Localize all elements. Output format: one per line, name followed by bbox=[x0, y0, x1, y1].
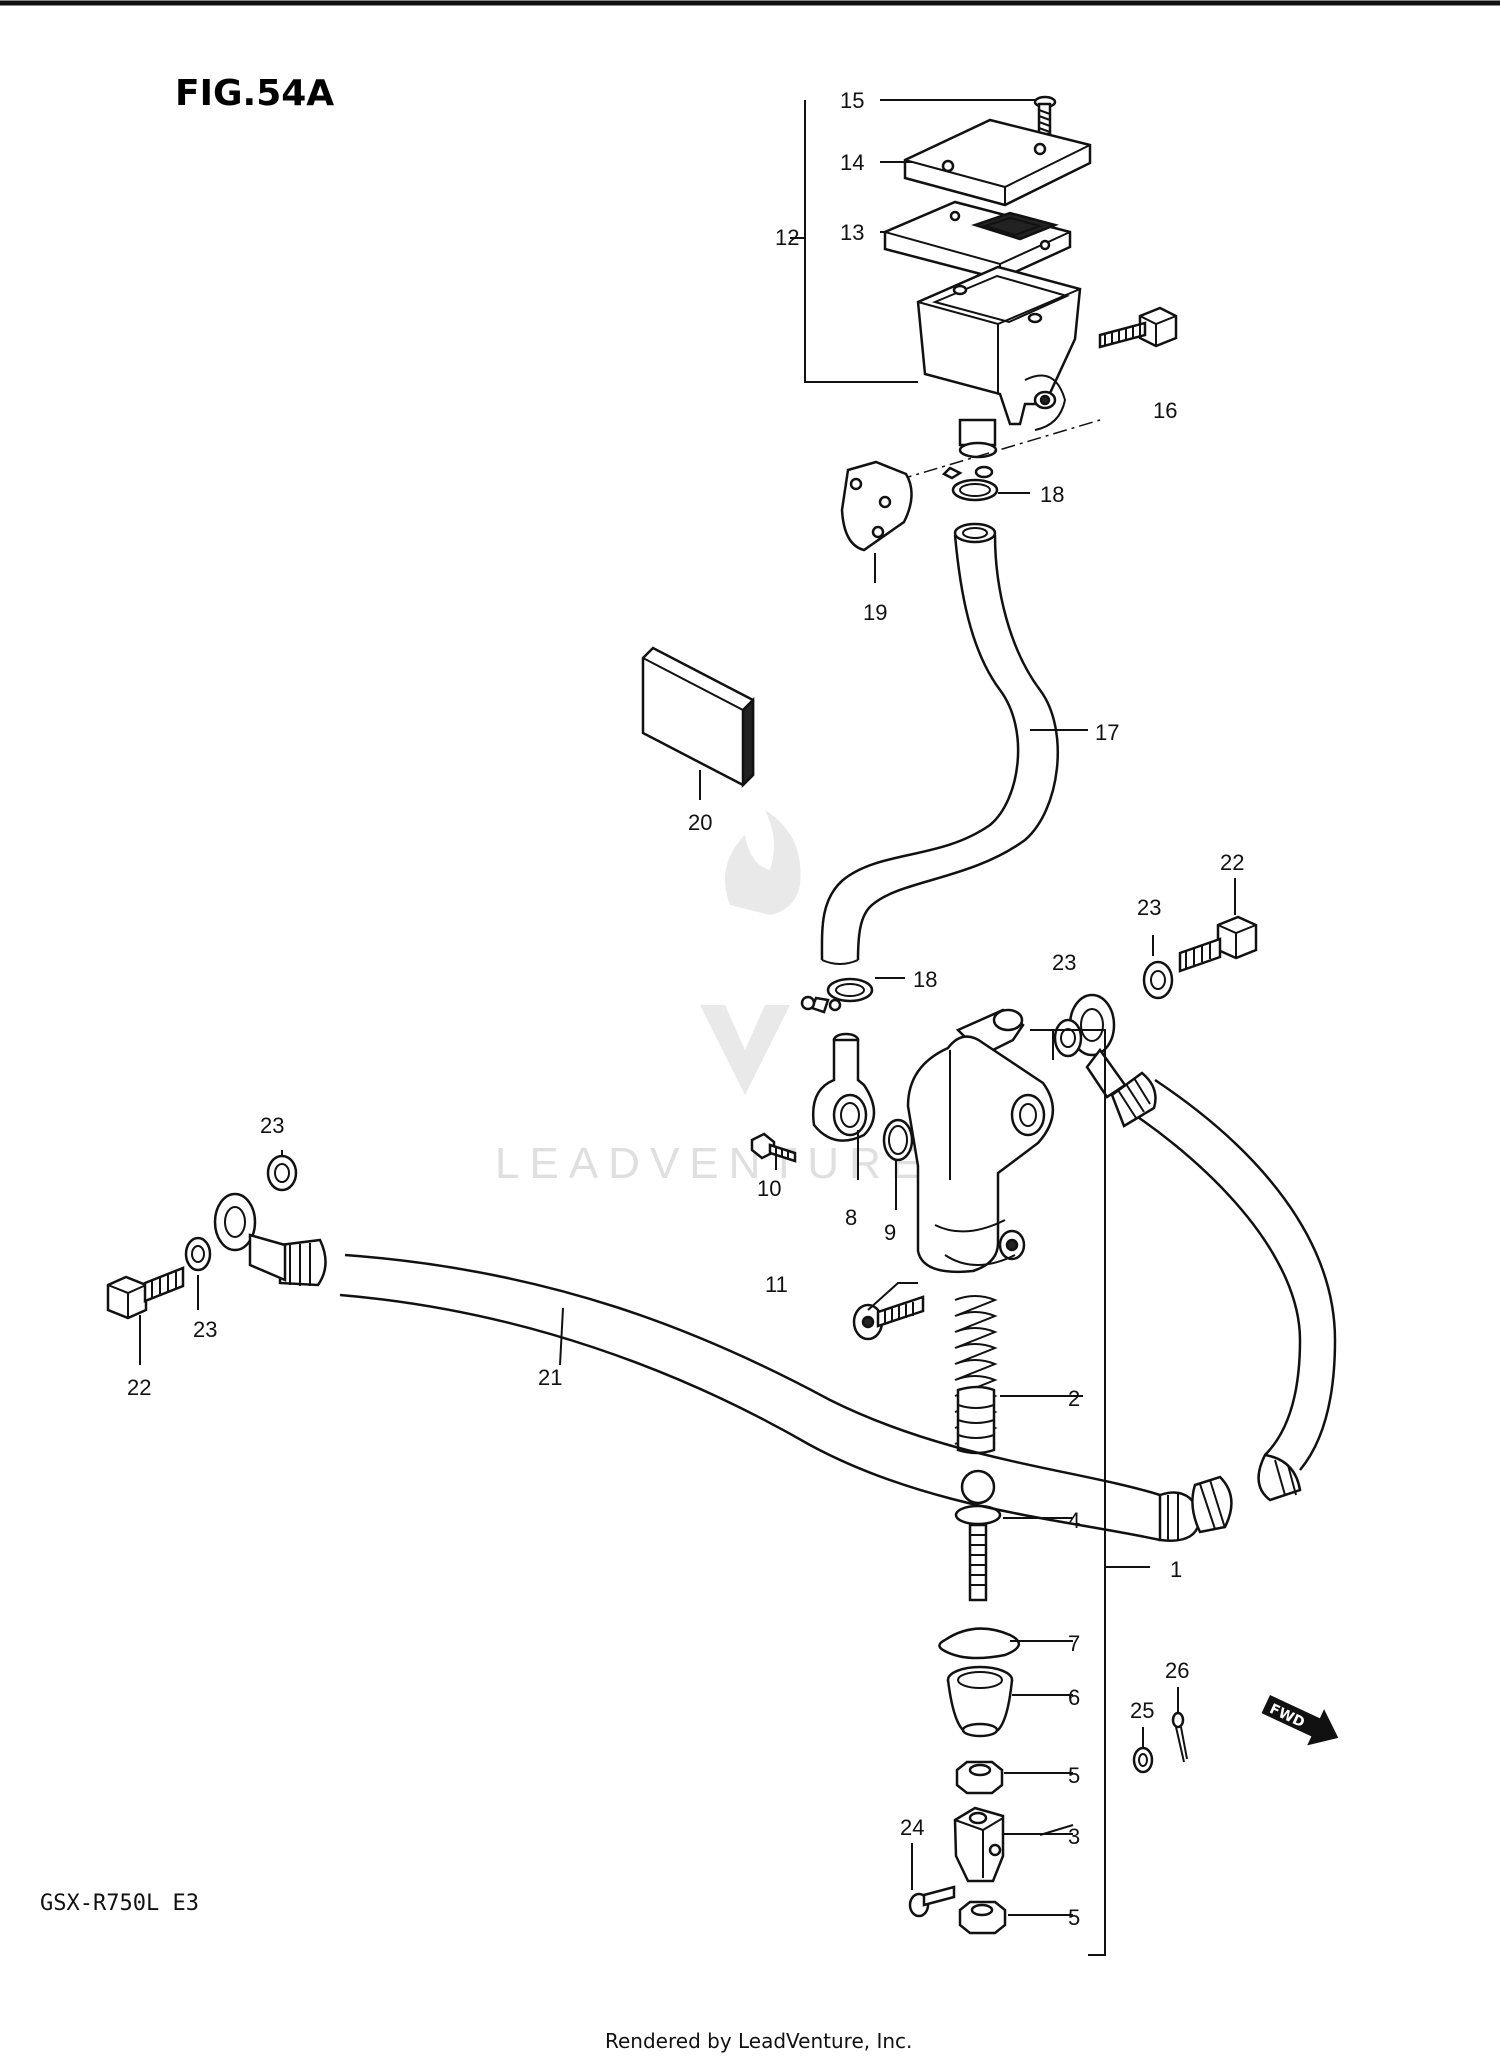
callout-19: 19 bbox=[863, 600, 887, 625]
watermark: LEADVENTURE bbox=[495, 810, 930, 1188]
part-19-plate bbox=[840, 460, 913, 552]
callout-16: 16 bbox=[1153, 398, 1177, 423]
part-21-hose bbox=[213, 1192, 1233, 1542]
callout-18-bottom: 18 bbox=[913, 967, 937, 992]
model-label: GSX-R750L E3 bbox=[40, 1891, 199, 1916]
callout-23-right-a: 23 bbox=[1137, 895, 1161, 920]
part-23-washer-right-b bbox=[1053, 1018, 1083, 1058]
callout-9: 9 bbox=[884, 1220, 896, 1245]
callout-20: 20 bbox=[688, 810, 712, 835]
part-26-cotter-pin bbox=[1171, 1711, 1188, 1763]
callout-5-upper: 5 bbox=[1068, 1763, 1080, 1788]
part-6-boot bbox=[946, 1665, 1014, 1738]
part-8-connector bbox=[811, 1032, 876, 1142]
part-3-clevis bbox=[953, 1806, 1005, 1883]
callout-1: 1 bbox=[1170, 1557, 1182, 1582]
callout-21: 21 bbox=[538, 1365, 562, 1390]
part-1-cylinder-body bbox=[906, 1008, 1055, 1273]
part-5-nut-upper bbox=[955, 1760, 1004, 1795]
part-22-bolt-left bbox=[106, 1266, 185, 1320]
callout-26: 26 bbox=[1165, 1658, 1189, 1683]
figure-title: FIG.54A bbox=[175, 73, 334, 114]
callout-22-left: 22 bbox=[127, 1375, 151, 1400]
fwd-arrow-icon: FWD bbox=[1261, 1695, 1339, 1746]
part-2-spring bbox=[954, 1295, 998, 1455]
callout-11: 11 bbox=[765, 1272, 788, 1297]
callout-24: 24 bbox=[900, 1815, 924, 1840]
callout-14: 14 bbox=[840, 150, 864, 175]
leader-lines bbox=[139, 99, 1236, 1956]
callout-23-left-a: 23 bbox=[260, 1113, 284, 1138]
part-18-clip-top bbox=[941, 465, 999, 502]
watermark-text: LEADVENTURE bbox=[495, 1139, 930, 1188]
callouts: 1 2 3 4 5 5 6 7 8 9 10 11 12 13 14 15 16… bbox=[127, 88, 1244, 1930]
callout-22-right: 22 bbox=[1220, 850, 1244, 875]
part-23-washer-right-a bbox=[1142, 960, 1174, 1000]
callout-7: 7 bbox=[1068, 1631, 1080, 1656]
callout-6: 6 bbox=[1068, 1685, 1080, 1710]
callout-17: 17 bbox=[1095, 720, 1119, 745]
part-18-clip-bottom bbox=[800, 977, 874, 1014]
part-16-bolt bbox=[1098, 306, 1178, 349]
part-10-bleeder bbox=[750, 1132, 797, 1163]
part-7-circlip bbox=[938, 1627, 1020, 1660]
part-4-pushrod bbox=[954, 1469, 1002, 1602]
callout-8: 8 bbox=[845, 1205, 857, 1230]
callout-18-top: 18 bbox=[1040, 482, 1064, 507]
part-23-washer-left-b bbox=[184, 1236, 212, 1272]
part-13-diaphragm bbox=[883, 200, 1072, 281]
part-5-nut-lower bbox=[958, 1900, 1007, 1935]
part-21-hose-right bbox=[1068, 993, 1337, 1502]
part-17-hose bbox=[820, 522, 1059, 965]
callout-2: 2 bbox=[1068, 1386, 1080, 1411]
part-14-cap bbox=[903, 118, 1092, 207]
master-cylinder bbox=[750, 977, 1188, 1935]
part-11-bolt bbox=[852, 1295, 925, 1341]
reservoir-assembly bbox=[840, 95, 1178, 552]
callout-15: 15 bbox=[840, 88, 864, 113]
callout-5-lower: 5 bbox=[1068, 1905, 1080, 1930]
callout-13: 13 bbox=[840, 220, 864, 245]
part-25-washer bbox=[1132, 1746, 1154, 1774]
callout-25: 25 bbox=[1130, 1698, 1154, 1723]
part-15-screw bbox=[1033, 95, 1057, 136]
callout-23-left-b: 23 bbox=[193, 1317, 217, 1342]
part-23-washer-left-a bbox=[266, 1154, 298, 1192]
part-24-pin bbox=[908, 1885, 956, 1918]
callout-3: 3 bbox=[1068, 1824, 1080, 1849]
part-22-bolt-right bbox=[1178, 915, 1258, 973]
callout-4: 4 bbox=[1068, 1508, 1080, 1533]
part-12-reservoir bbox=[916, 265, 1082, 459]
part-20-pad bbox=[641, 646, 755, 789]
callout-12: 12 bbox=[775, 225, 799, 250]
footer-credit: Rendered by LeadVenture, Inc. bbox=[605, 2029, 912, 2053]
callout-10: 10 bbox=[757, 1176, 781, 1201]
callout-23-right-b: 23 bbox=[1052, 950, 1076, 975]
